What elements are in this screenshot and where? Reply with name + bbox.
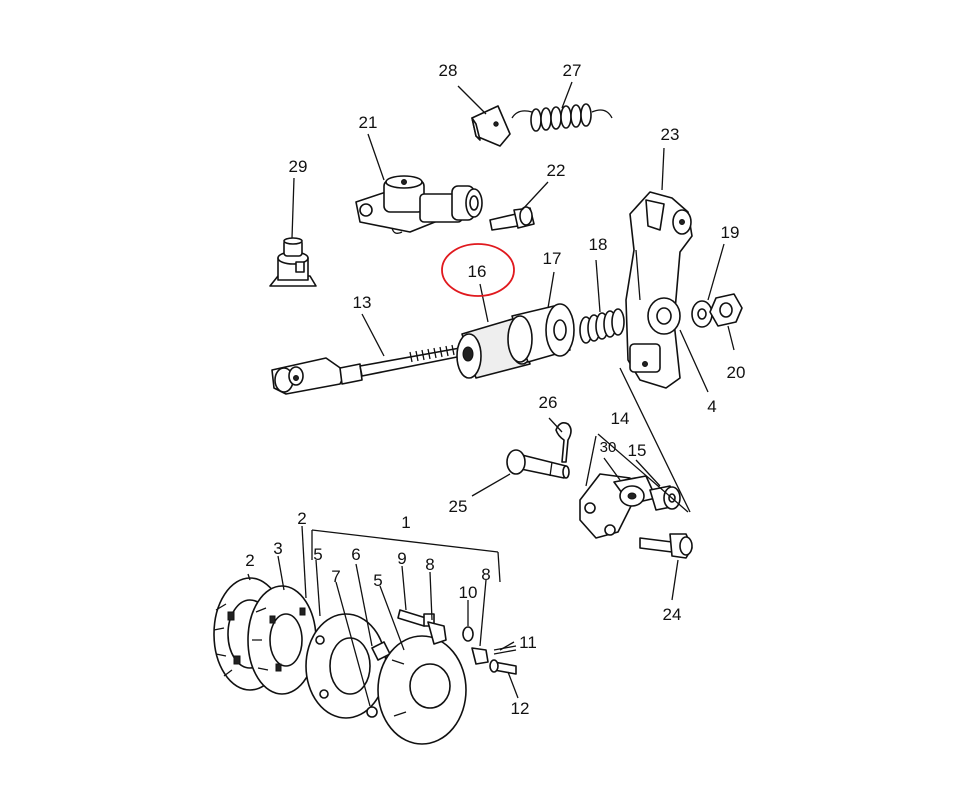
label-25: 25 (449, 497, 468, 516)
part-12-bolt (489, 659, 517, 675)
part-21-master-cylinder (355, 175, 483, 234)
label-13: 13 (353, 293, 372, 312)
part-5-pressure-plate (305, 613, 387, 719)
part-30-plate (579, 473, 657, 539)
part-11-pin (493, 645, 517, 655)
part-15-bush (649, 485, 681, 511)
label-2a: 2 (297, 509, 306, 528)
label-18: 18 (589, 235, 608, 254)
part-20-nut (709, 293, 743, 327)
part-23-release-lever (625, 191, 693, 389)
label-1: 1 (401, 513, 410, 532)
label-30: 30 (600, 439, 617, 456)
part-25-clevis-pin (506, 449, 570, 479)
label-11: 11 (519, 633, 537, 652)
label-24: 24 (663, 605, 682, 624)
part-27-spring (511, 103, 613, 132)
label-6: 6 (351, 545, 360, 564)
label-15: 15 (628, 441, 647, 460)
label-17: 17 (543, 249, 562, 268)
rod-thread (409, 344, 455, 363)
label-4: 4 (707, 397, 716, 416)
label-7: 7 (331, 567, 340, 586)
label-22: 22 (547, 161, 566, 180)
clutch-assembly (213, 577, 517, 745)
part-10-washer (462, 626, 474, 642)
part-24-bolt (639, 533, 693, 559)
part-13-pushrod (271, 344, 463, 395)
label-2b: 2 (245, 551, 254, 570)
label-28: 28 (439, 61, 458, 80)
label-10: 10 (459, 583, 478, 602)
part-5-cover (377, 635, 467, 745)
part-17-slave-cylinder (507, 303, 575, 363)
part-19-washer (691, 300, 713, 328)
label-20: 20 (727, 363, 746, 382)
leader-lines (247, 81, 735, 707)
label-29: 29 (289, 157, 308, 176)
highlight-circle-16 (441, 243, 515, 297)
label-9: 9 (397, 549, 406, 568)
part-29-reservoir (269, 237, 317, 287)
label-8a: 8 (425, 555, 434, 574)
label-26: 26 (539, 393, 558, 412)
part-28-bracket (471, 105, 511, 147)
label-3: 3 (273, 539, 282, 558)
label-14: 14 (611, 409, 630, 428)
part-3-driven-plate (247, 585, 317, 695)
spring-coils (530, 103, 592, 132)
label-5b: 5 (373, 571, 382, 590)
label-21: 21 (359, 113, 378, 132)
label-8b: 8 (481, 565, 490, 584)
part-8-tab-b (471, 647, 489, 665)
part-18-spring (579, 308, 625, 344)
label-19: 19 (721, 223, 740, 242)
part-7-ball (366, 706, 378, 718)
label-27: 27 (563, 61, 582, 80)
part-22-bolt (489, 206, 535, 231)
part-26-split-pin (555, 422, 572, 463)
label-16: 16 (468, 262, 487, 281)
part-8-tab (427, 621, 447, 645)
label-23: 23 (661, 125, 680, 144)
callout-labels: 28 27 21 23 29 22 19 17 18 16 13 20 4 26… (245, 61, 745, 718)
label-12: 12 (511, 699, 530, 718)
label-5a: 5 (313, 545, 322, 564)
